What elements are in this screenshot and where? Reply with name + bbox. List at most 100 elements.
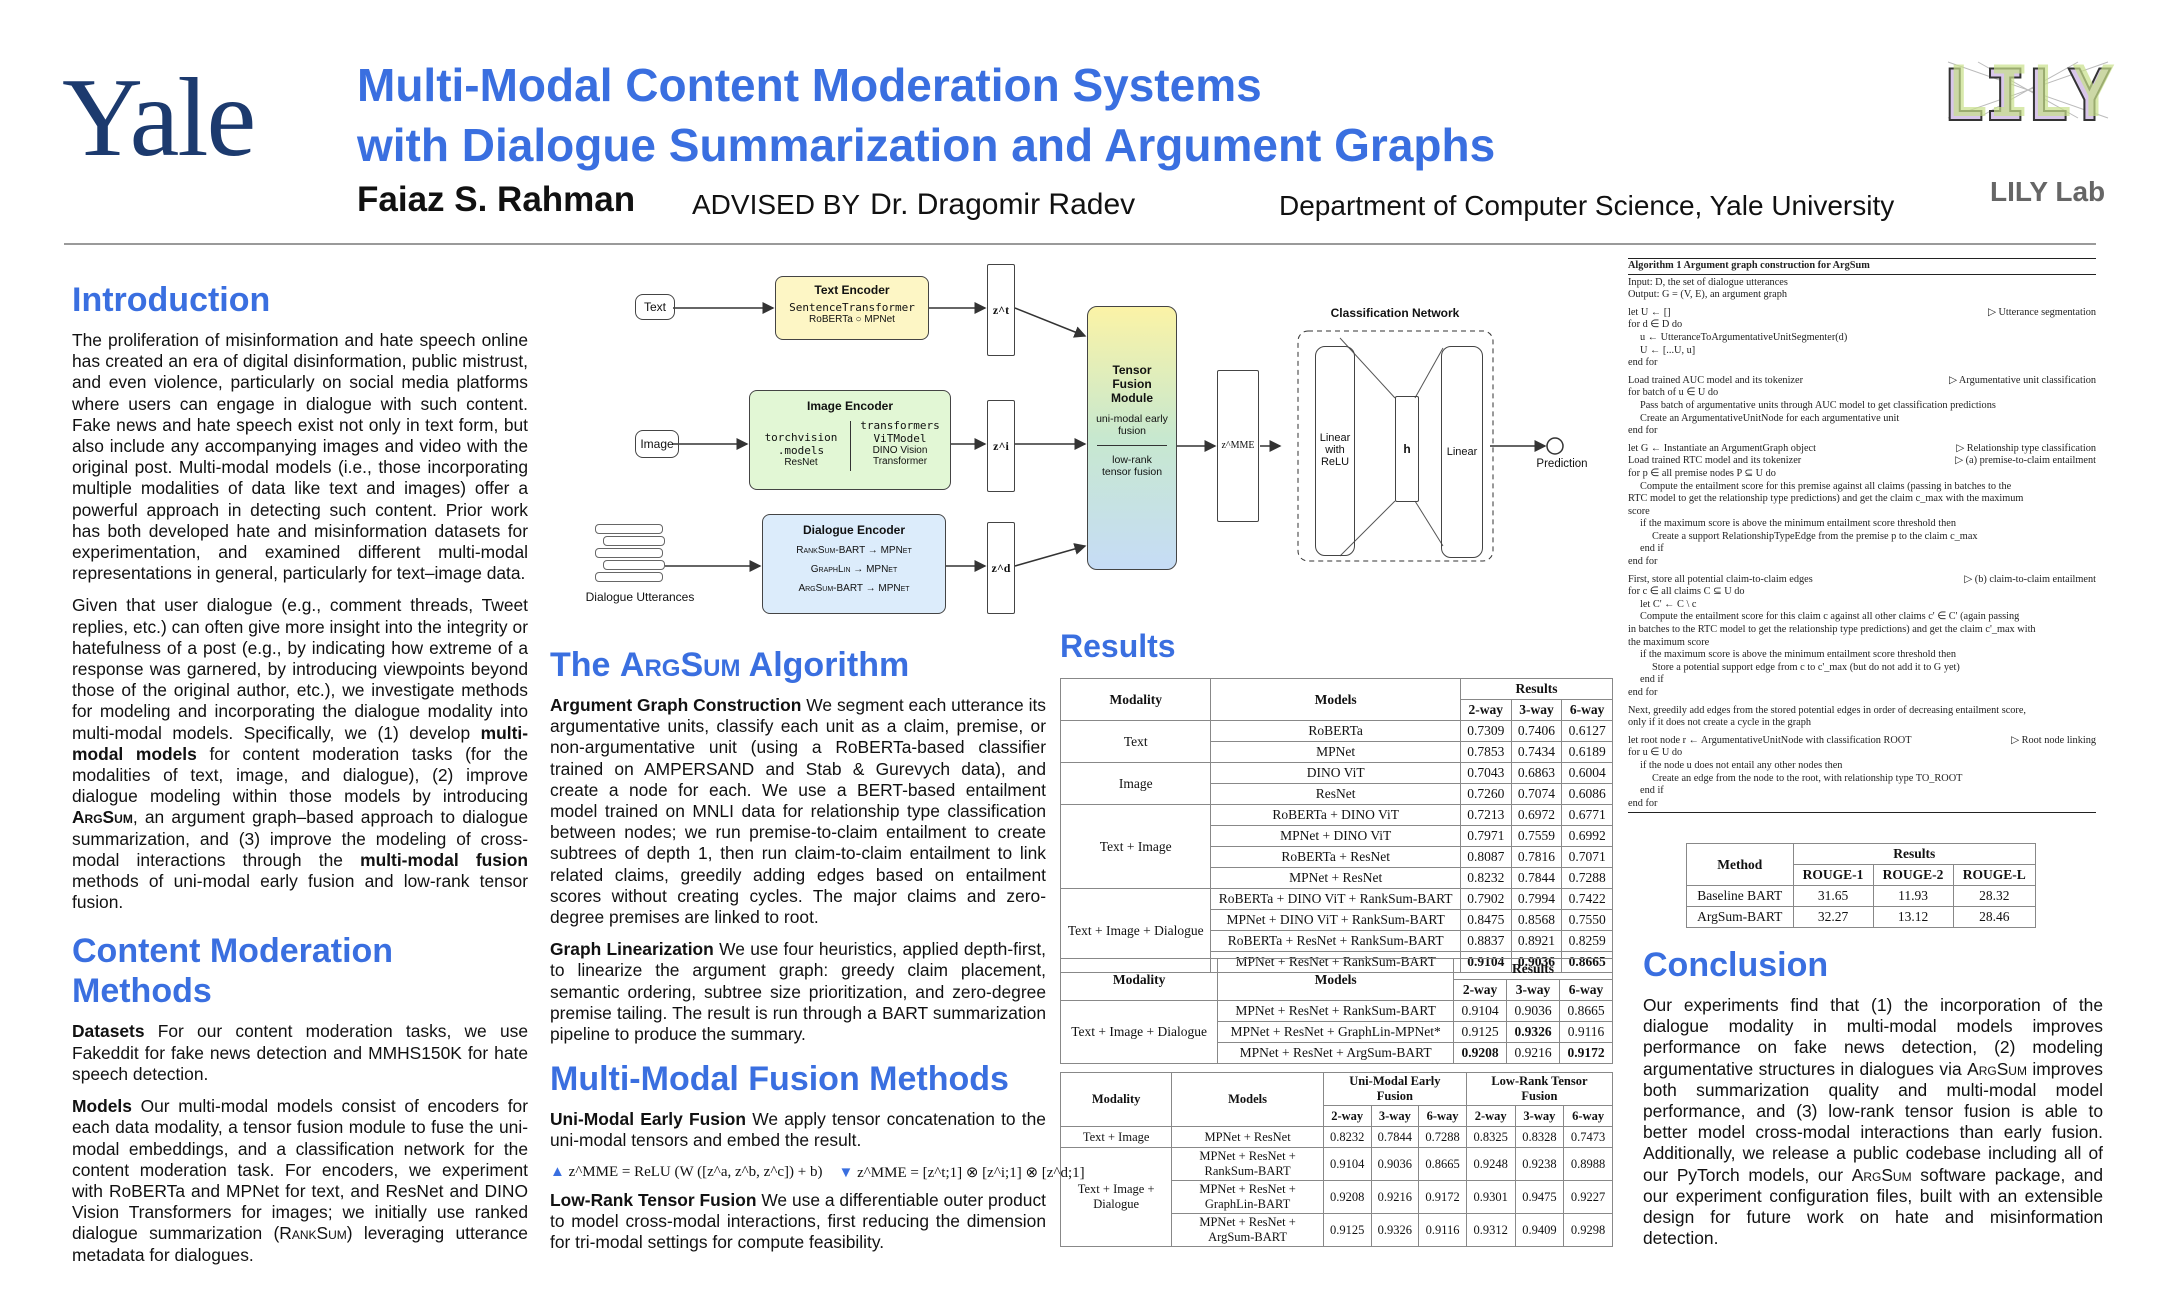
value-cell: 0.8568 bbox=[1510, 909, 1563, 931]
value-cell: 0.9104 bbox=[1453, 1000, 1508, 1022]
value-cell: 0.9104 bbox=[1322, 1147, 1372, 1181]
algorithm-title: Algorithm 1 Argument graph construction … bbox=[1628, 258, 2096, 275]
algorithm-line: if the node u does not entail any other … bbox=[1640, 759, 1843, 771]
header-modality: Modality bbox=[1059, 678, 1212, 721]
agc-paragraph: Argument Graph Construction We segment e… bbox=[550, 695, 1046, 928]
algorithm-line: RTC model to get the relationship type p… bbox=[1628, 493, 2024, 505]
value-cell: 0.8328 bbox=[1514, 1126, 1565, 1148]
modality-cell: Text bbox=[1059, 720, 1212, 763]
intro-paragraph-1: The proliferation of misinformation and … bbox=[72, 330, 528, 584]
algorithm-line: end for bbox=[1628, 556, 1658, 568]
algorithm-line: score bbox=[1628, 505, 1650, 517]
algorithm-line: for p ∈ all premise nodes P ⊆ U do bbox=[1628, 467, 1776, 479]
value-cell: 0.9409 bbox=[1514, 1213, 1565, 1247]
value-cell: 31.65 bbox=[1792, 885, 1874, 907]
model-cell: RoBERTa + ResNet bbox=[1210, 846, 1461, 868]
model-cell: MPNet + ResNet + GraphLin-MPNet* bbox=[1217, 1021, 1455, 1043]
value-cell: 0.7971 bbox=[1459, 825, 1512, 847]
value-cell: 0.8665 bbox=[1418, 1147, 1467, 1181]
algorithm-line: let C' ← C \ c bbox=[1640, 598, 1697, 610]
model-cell: MPNet + ResNet + RankSum-BART bbox=[1217, 1000, 1455, 1022]
algorithm-line: for u ∈ U do bbox=[1628, 747, 1683, 759]
header-divider bbox=[64, 243, 2096, 245]
dialogue-utterance-stack bbox=[595, 524, 665, 582]
advisor-name: Dr. Dragomir Radev bbox=[870, 188, 1136, 221]
value-cell: 0.7071 bbox=[1561, 846, 1613, 868]
algorithm-line: the maximum score bbox=[1628, 636, 1710, 648]
algorithm-line: u ← UtteranceToArgumentativeUnitSegmente… bbox=[1640, 331, 1848, 343]
header-col: 6-way bbox=[1559, 979, 1613, 1001]
value-cell: 0.6771 bbox=[1561, 804, 1613, 826]
argsum-heading: The ArgSum Algorithm bbox=[550, 646, 910, 684]
value-cell: 0.7043 bbox=[1459, 762, 1512, 784]
value-cell: 0.8837 bbox=[1459, 930, 1512, 952]
value-cell: 0.7406 bbox=[1510, 720, 1563, 742]
value-cell: 28.32 bbox=[1952, 885, 2037, 907]
value-cell: 0.9125 bbox=[1453, 1021, 1508, 1043]
algorithm-line: in batches to the RTC model to get the r… bbox=[1628, 624, 2036, 636]
value-cell: 0.7994 bbox=[1510, 888, 1563, 910]
algorithm-line: end for bbox=[1628, 797, 1658, 809]
header-col: ROUGE-1 bbox=[1792, 864, 1874, 886]
poster-title: Multi-Modal Content Moderation Systems w… bbox=[357, 55, 1495, 175]
header-col: ROUGE-2 bbox=[1872, 864, 1954, 886]
lily-logo: LILY LILY bbox=[1941, 52, 2115, 128]
value-cell: 0.9208 bbox=[1453, 1042, 1508, 1064]
algorithm-line: Next, greedily add edges from the stored… bbox=[1628, 704, 2027, 716]
value-cell: 0.8087 bbox=[1459, 846, 1512, 868]
algorithm-line: Pass batch of argumentative units throug… bbox=[1640, 399, 1996, 411]
model-cell: MPNet + ResNet + RankSum-BART bbox=[1171, 1147, 1324, 1181]
value-cell: 0.8665 bbox=[1559, 1000, 1613, 1022]
header-results: Results bbox=[1459, 678, 1614, 700]
algorithm-line: only if it does not create a cycle in th… bbox=[1628, 717, 1811, 729]
value-cell: 0.7844 bbox=[1370, 1126, 1420, 1148]
value-cell: 0.9238 bbox=[1514, 1147, 1565, 1181]
value-cell: 0.9301 bbox=[1465, 1180, 1516, 1214]
value-cell: 0.6086 bbox=[1561, 783, 1613, 805]
value-cell: 0.9326 bbox=[1370, 1213, 1420, 1247]
yale-logo: Yale bbox=[62, 56, 256, 180]
value-cell: 0.9036 bbox=[1506, 1000, 1561, 1022]
header-col: 2-way bbox=[1453, 979, 1508, 1001]
classification-network-label: Classification Network bbox=[1330, 306, 1460, 320]
zt-vector: z^t bbox=[987, 264, 1015, 356]
algorithm-line: Input: D, the set of dialogue utterances bbox=[1628, 276, 1788, 288]
model-cell: DINO ViT bbox=[1210, 762, 1461, 784]
header-col: 2-way bbox=[1465, 1105, 1516, 1127]
value-cell: 0.9208 bbox=[1322, 1180, 1372, 1214]
model-cell: MPNet + ResNet bbox=[1171, 1126, 1324, 1148]
svg-text:LILY: LILY bbox=[1942, 55, 2111, 128]
header-results: Results bbox=[1792, 843, 2037, 865]
prediction-label: Prediction bbox=[1536, 458, 1588, 470]
model-cell: MPNet + DINO ViT + RankSum-BART bbox=[1210, 909, 1461, 931]
model-cell: RoBERTa + ResNet + RankSum-BART bbox=[1210, 930, 1461, 952]
header-col: 3-way bbox=[1510, 699, 1563, 721]
algorithm-line: Store a potential support edge from c to… bbox=[1652, 661, 1960, 673]
algorithm-lines: Input: D, the set of dialogue utterances… bbox=[1628, 277, 2096, 811]
algorithm-line: Compute the entailment score for this pr… bbox=[1640, 480, 2012, 492]
value-cell: 0.7309 bbox=[1459, 720, 1512, 742]
algorithm-line: if the maximum score is above the minimu… bbox=[1640, 518, 1956, 530]
algorithm-line: end if bbox=[1640, 785, 1664, 797]
dialogue-encoder-box: Dialogue Encoder RankSum-BART → MPNet Gr… bbox=[762, 514, 946, 614]
header-models: Models bbox=[1217, 958, 1455, 1001]
algorithm-line: end for bbox=[1628, 425, 1658, 437]
zd-vector: z^d bbox=[987, 522, 1015, 614]
intro-heading: Introduction bbox=[72, 281, 271, 319]
value-cell: 0.8988 bbox=[1563, 1147, 1613, 1181]
advised-by-label: ADVISED BY bbox=[692, 189, 861, 220]
